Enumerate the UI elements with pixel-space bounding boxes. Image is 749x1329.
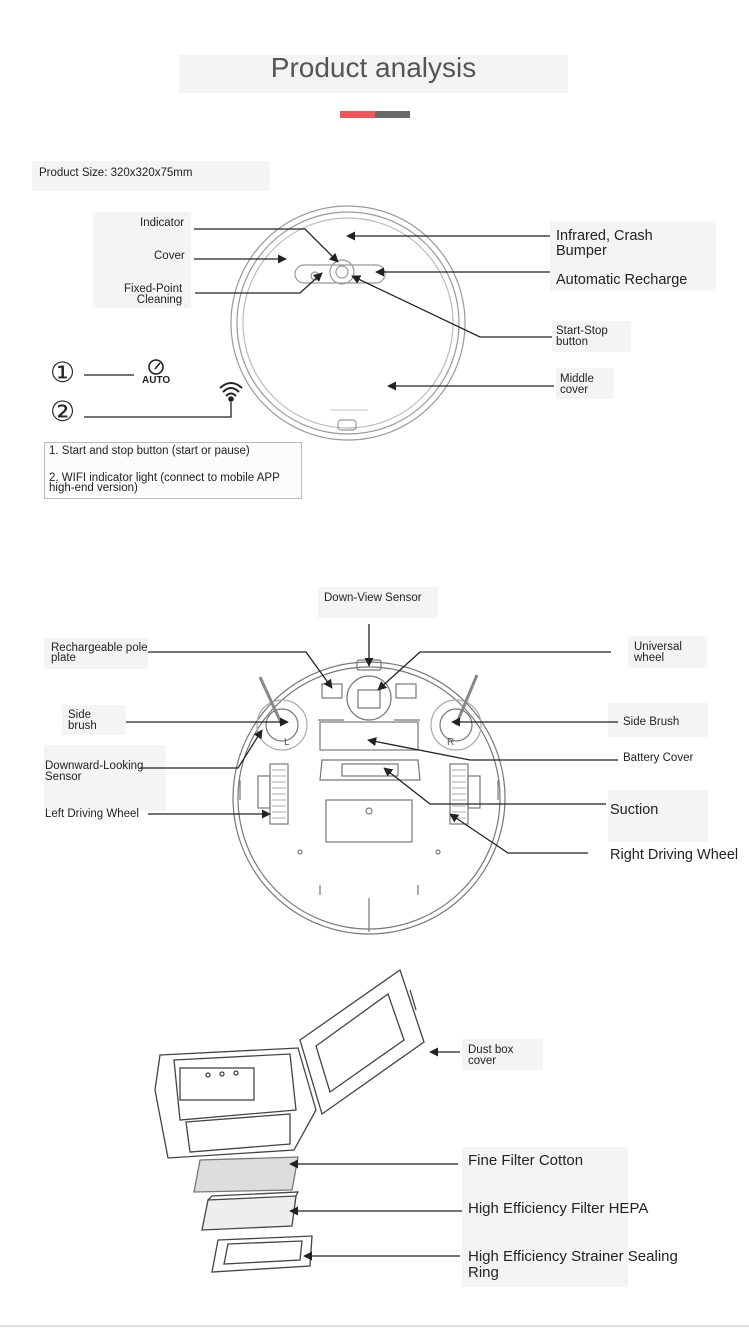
label-battery-cover: Battery Cover <box>623 752 694 764</box>
note-2: 2. WIFI indicator light (connect to mobi… <box>49 472 280 494</box>
sidebrush-left-label-bg <box>62 705 126 735</box>
wheel-treads <box>272 769 466 819</box>
pole-label-bg <box>44 638 148 669</box>
page-title: Product analysis <box>270 52 477 83</box>
label-side-brush-right: Side Brush <box>623 716 680 728</box>
wifi-icon <box>219 382 243 402</box>
label-fixed-point-cleaning: Fixed-Point Cleaning <box>124 283 183 306</box>
label-cover: Cover <box>154 250 185 262</box>
legend-number-1: ① <box>50 356 76 389</box>
filter-labels-bg <box>462 1147 628 1287</box>
dust-box-callouts <box>289 1047 462 1261</box>
robot-top-view <box>230 205 466 441</box>
middlecover-label-bg <box>556 368 614 399</box>
label-side-brush-left: Side brush <box>68 709 97 732</box>
right-labels-bg <box>550 221 716 291</box>
label-downward-looking-sensor: Downward-Looking Sensor <box>45 760 144 783</box>
label-rechargeable-pole-plate: Rechargeable pole plate <box>51 642 148 664</box>
label-suction: Suction <box>610 802 659 818</box>
label-start-stop-button: Start-Stop button <box>556 325 608 348</box>
label-fine-filter-cotton: Fine Filter Cotton <box>468 1152 584 1169</box>
wheel-letter-right: R <box>447 737 454 748</box>
left-labels-bg <box>93 212 191 308</box>
wheel-letter-left: L <box>284 737 290 748</box>
robot-bottom-view <box>232 659 506 935</box>
universal-label-bg <box>628 636 707 668</box>
suction-label-bg <box>608 790 708 842</box>
auto-button-caption: AUTO <box>142 375 171 386</box>
size-label-bg <box>32 161 270 191</box>
top-view-callouts <box>194 228 554 391</box>
dust-box-drawing <box>154 968 425 1273</box>
sidebrush-right-label-bg <box>608 703 708 737</box>
label-middle-cover: Middle cover <box>560 373 594 396</box>
title-accent-gray <box>375 111 410 118</box>
label-down-view-sensor: Down-View Sensor <box>324 592 422 604</box>
title-background <box>179 55 568 93</box>
label-automatic-recharge: Automatic Recharge <box>556 272 688 288</box>
bottom-view-callouts <box>126 624 618 854</box>
label-sealing-ring: High Efficiency Strainer Sealing Ring <box>468 1248 678 1281</box>
dustbox-label-bg <box>462 1039 543 1070</box>
note-1: 1. Start and stop button (start or pause… <box>49 445 250 457</box>
downward-label-bg <box>44 745 166 811</box>
label-hepa-filter: High Efficiency Filter HEPA <box>468 1200 649 1217</box>
label-universal-wheel: Universal wheel <box>634 641 682 664</box>
downview-label-bg <box>318 587 438 618</box>
legend-line-2 <box>84 402 232 418</box>
label-dust-box-cover: Dust box cover <box>468 1044 514 1067</box>
auto-button-icon <box>148 359 164 375</box>
label-right-driving-wheel: Right Driving Wheel <box>610 847 739 863</box>
startstop-label-bg <box>552 321 631 352</box>
title-accent-red <box>340 111 375 118</box>
legend-number-2: ② <box>50 395 76 428</box>
product-size: Product Size: 320x320x75mm <box>39 167 193 179</box>
label-indicator: Indicator <box>140 217 185 229</box>
label-left-driving-wheel: Left Driving Wheel <box>45 808 139 820</box>
label-infrared-bumper: Infrared, Crash Bumper <box>556 228 653 259</box>
notes-box <box>44 442 302 499</box>
